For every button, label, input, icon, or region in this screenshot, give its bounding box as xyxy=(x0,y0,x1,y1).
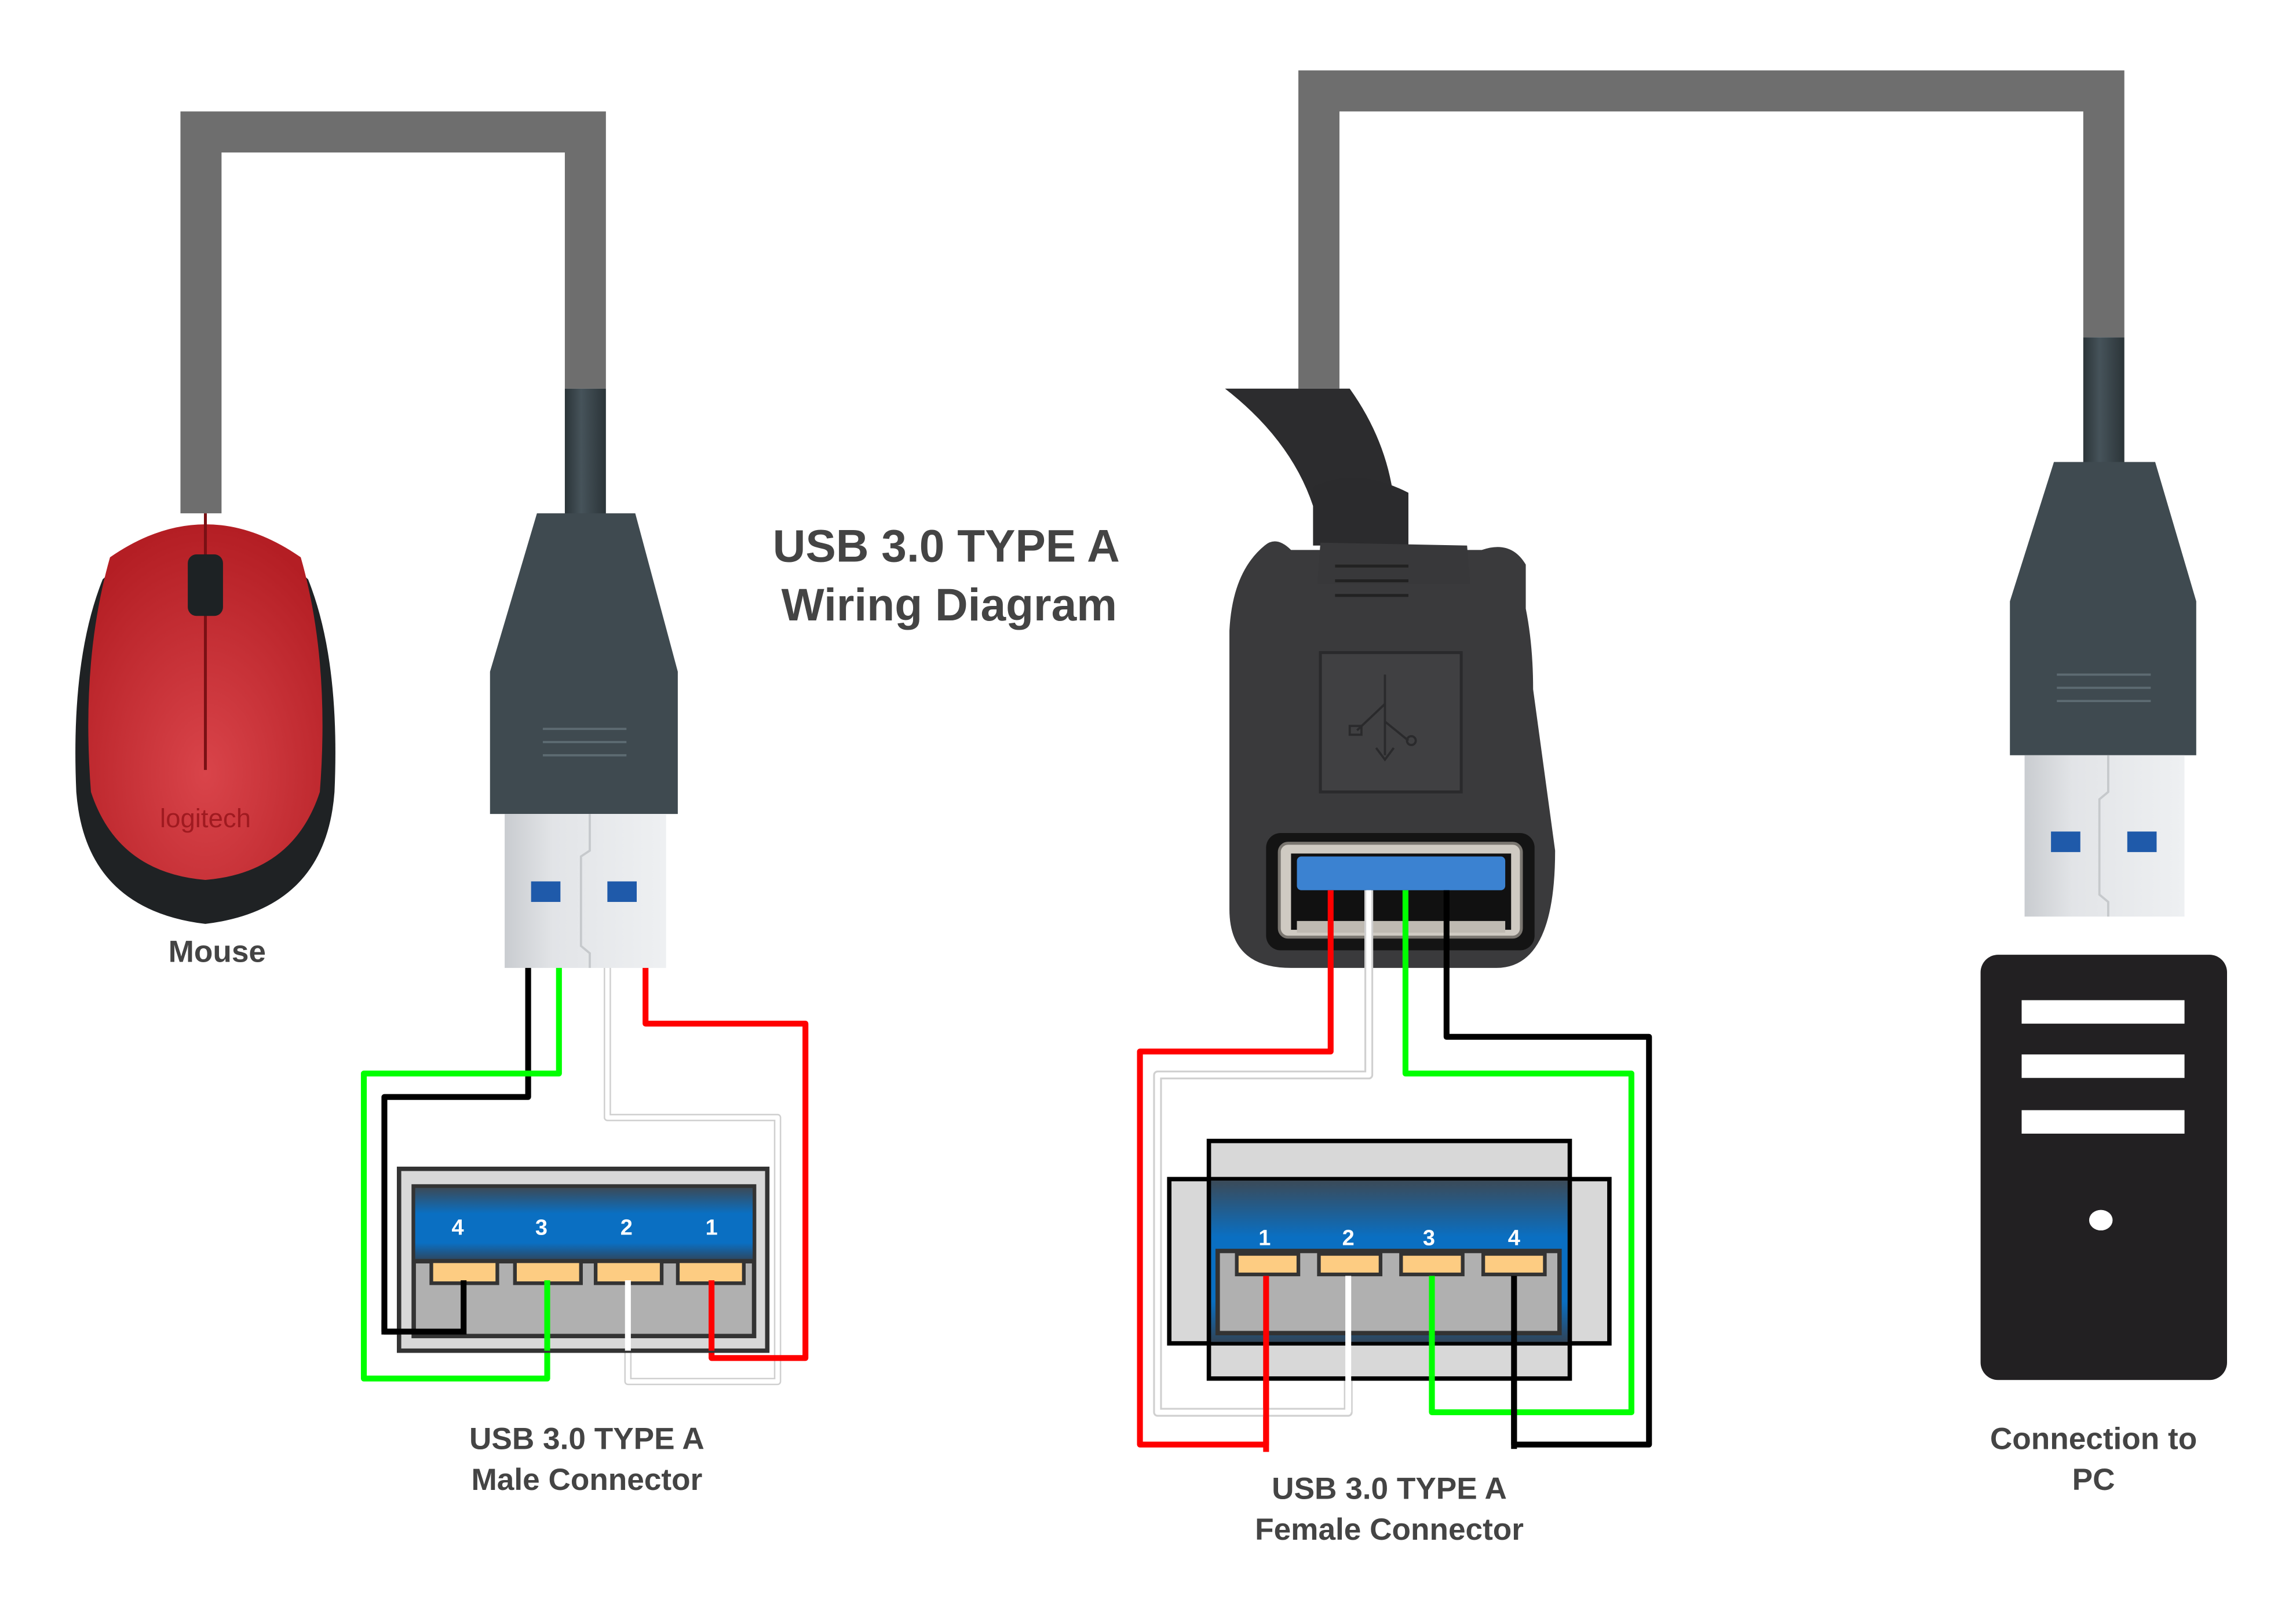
female-wire-ends xyxy=(1263,1276,1517,1452)
female-connector-schematic: 1 2 3 4 xyxy=(1167,1138,1612,1381)
female-pin-3 xyxy=(1399,1252,1465,1277)
usb-logo-icon xyxy=(1348,674,1417,762)
wire-green-male xyxy=(360,967,562,1382)
male-usb-plug-icon xyxy=(490,388,678,968)
male-connector-schematic: 4 3 2 1 xyxy=(396,1166,770,1353)
diagram-title-line1: USB 3.0 TYPE A xyxy=(773,521,1120,572)
male-pin-number: 3 xyxy=(535,1216,547,1240)
male-pin-4 xyxy=(429,1259,499,1285)
pc-usb-plug-icon xyxy=(2010,337,2196,917)
mouse-label: Mouse xyxy=(169,935,266,969)
male-pin-3 xyxy=(513,1259,583,1285)
female-pin-number: 4 xyxy=(1508,1226,1520,1250)
pc-label-line2: PC xyxy=(2072,1463,2115,1497)
female-pin-number: 1 xyxy=(1258,1226,1271,1250)
pc-tower-icon xyxy=(1980,955,2227,1380)
male-pin-number: 1 xyxy=(706,1216,718,1240)
mouse-brand: logitech xyxy=(160,803,251,833)
male-pin-1 xyxy=(676,1259,746,1285)
male-pin-number: 4 xyxy=(452,1216,464,1240)
male-pin-number: 2 xyxy=(620,1216,633,1240)
female-pin-2 xyxy=(1317,1252,1383,1277)
mouse-cable xyxy=(180,111,606,514)
female-usb-plug-icon xyxy=(1225,388,1556,968)
female-connector-label-line2: Female Connector xyxy=(1255,1513,1524,1547)
male-connector-label-line1: USB 3.0 TYPE A xyxy=(469,1422,705,1456)
diagram-title-line2: Wiring Diagram xyxy=(782,579,1117,630)
female-pin-number: 3 xyxy=(1423,1226,1435,1250)
female-pin-number: 2 xyxy=(1342,1226,1355,1250)
female-pins xyxy=(1235,1252,1547,1277)
male-wire-ends xyxy=(381,1280,715,1351)
male-pin-2 xyxy=(593,1259,664,1285)
female-pin-4 xyxy=(1481,1252,1547,1277)
pc-label-line1: Connection to xyxy=(1990,1422,2197,1456)
female-connector-label-line1: USB 3.0 TYPE A xyxy=(1272,1471,1507,1506)
female-pin-1 xyxy=(1235,1252,1301,1277)
mouse-icon: logitech xyxy=(75,513,335,924)
male-connector-label-line2: Male Connector xyxy=(472,1463,703,1497)
extension-cable xyxy=(1298,70,2125,389)
